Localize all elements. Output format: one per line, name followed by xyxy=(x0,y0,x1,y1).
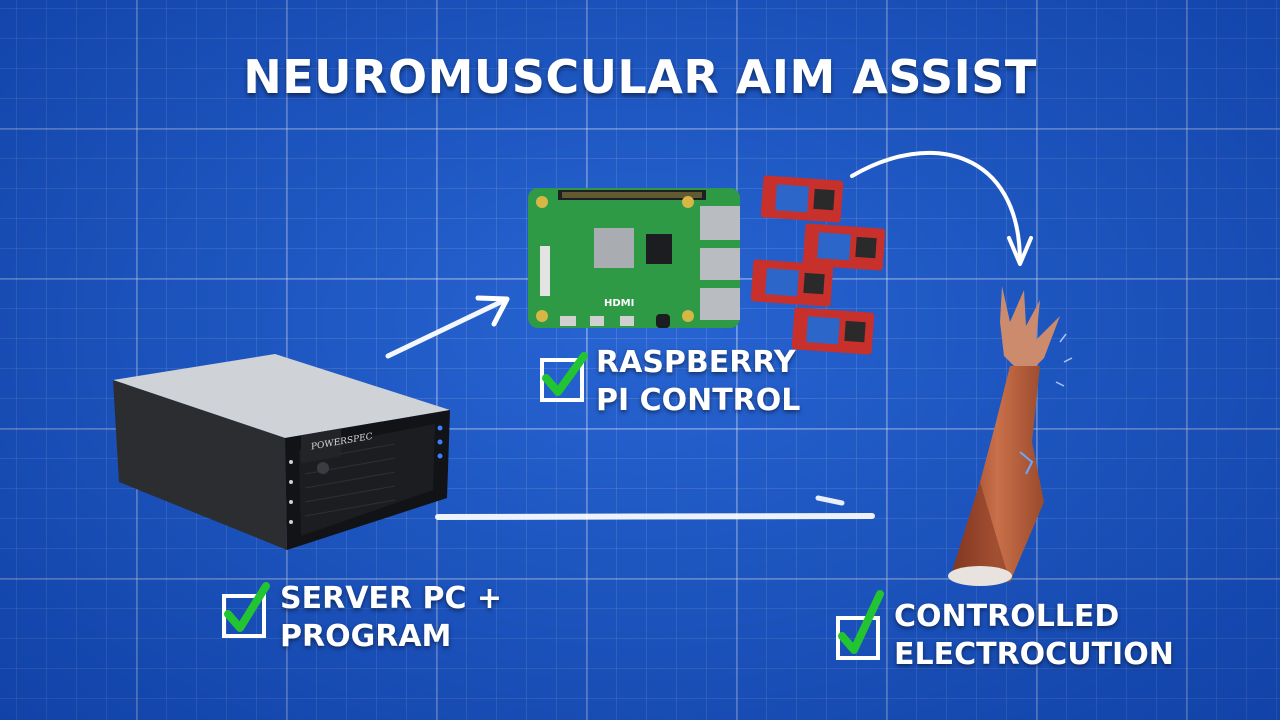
page-title: NEUROMUSCULAR AIM ASSIST xyxy=(243,50,1037,104)
relay-module-4 xyxy=(791,307,875,355)
relay-module-1 xyxy=(760,175,844,223)
raspberry-label-line2: PI CONTROL xyxy=(596,383,801,418)
electro-label-line1: CONTROLLED xyxy=(894,599,1120,634)
raspberry-label: RASPBERRY PI CONTROL xyxy=(596,344,800,420)
relay-module-3 xyxy=(750,259,834,307)
pi-hdmi-text: HDMI xyxy=(604,298,634,309)
server-label-line1: SERVER PC + xyxy=(280,581,503,616)
raspberry-checkbox-icon xyxy=(540,352,588,402)
muscular-arm-image xyxy=(948,286,1073,586)
electro-checkbox-icon xyxy=(836,590,884,660)
server-checkbox-icon xyxy=(222,582,270,638)
server-label: SERVER PC + PROGRAM xyxy=(280,580,502,656)
raspberry-label-line1: RASPBERRY xyxy=(596,345,796,380)
electro-label-line2: ELECTROCUTION xyxy=(894,637,1174,672)
raspberry-pi-image: HDMI xyxy=(528,188,740,328)
server-pc-image: POWERSPEC xyxy=(113,354,450,550)
server-label-line2: PROGRAM xyxy=(280,619,452,654)
relay-module-2 xyxy=(802,223,886,271)
electro-label: CONTROLLED ELECTROCUTION xyxy=(894,598,1174,674)
